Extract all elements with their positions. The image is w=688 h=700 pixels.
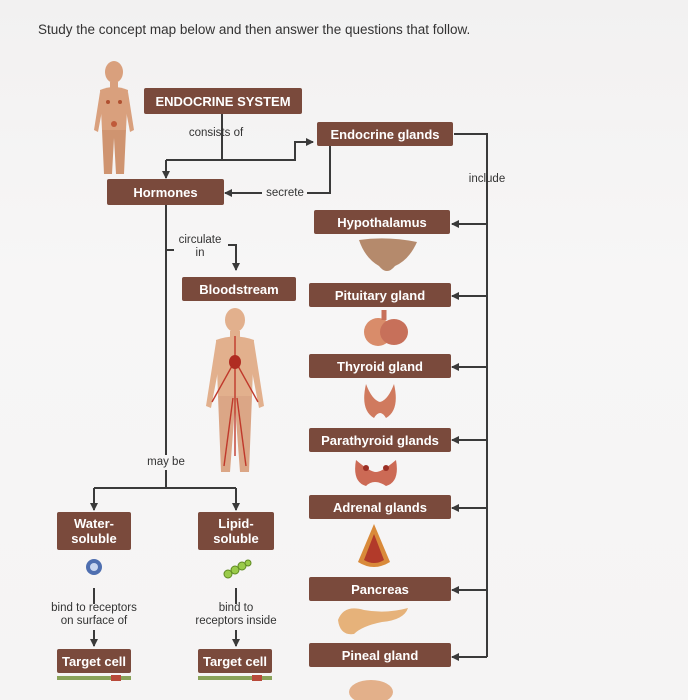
circulatory-body-icon [206, 308, 264, 472]
label-include: include [468, 173, 506, 185]
label-consists-of: consists of [188, 127, 244, 139]
label-bind-surface: bind to receptors on surface of [51, 602, 137, 627]
label-circulate-in: circulate in [178, 234, 222, 259]
lipid-soluble-label: Lipid- soluble [213, 516, 259, 546]
water-soluble-box: Water- soluble [57, 512, 131, 550]
label-may-be: may be [147, 456, 185, 468]
target-cell-membrane-icon-1 [57, 675, 131, 681]
label-bind-inside: bind to receptors inside [195, 602, 277, 627]
target-cell-membrane-icon-2 [198, 675, 272, 681]
water-soluble-label: Water- soluble [71, 516, 117, 546]
gland-box-pancreas: Pancreas [309, 577, 451, 601]
pineal-icon [349, 680, 393, 700]
gland-box-parathyroid: Parathyroid glands [309, 428, 451, 452]
endocrine-system-box: ENDOCRINE SYSTEM [144, 88, 302, 114]
gland-box-pineal: Pineal gland [309, 643, 451, 667]
target-cell-box-1: Target cell [57, 649, 131, 673]
gland-box-thyroid: Thyroid gland [309, 354, 451, 378]
gland-box-adrenal: Adrenal glands [309, 495, 451, 519]
target-cell-box-2: Target cell [198, 649, 272, 673]
thyroid-icon [364, 384, 396, 418]
pituitary-icon [364, 310, 408, 346]
pancreas-icon [338, 608, 408, 635]
hormones-box: Hormones [107, 179, 224, 205]
gland-box-hypothalamus: Hypothalamus [314, 210, 450, 234]
hypothalamus-icon [359, 238, 417, 271]
endocrine-glands-box: Endocrine glands [317, 122, 453, 146]
bloodstream-box: Bloodstream [182, 277, 296, 301]
gland-box-pituitary: Pituitary gland [309, 283, 451, 307]
line-circulate-b [228, 244, 240, 271]
parathyroid-icon [355, 460, 397, 486]
lipid-soluble-molecule-icon [223, 559, 252, 579]
adrenal-icon [358, 524, 390, 567]
label-secrete: secrete [266, 187, 304, 199]
instruction-text: Study the concept map below and then ans… [38, 22, 471, 37]
lipid-soluble-box: Lipid- soluble [198, 512, 274, 550]
female-body-icon [94, 61, 134, 174]
line-include-trunk [454, 133, 488, 657]
line-to-endocrine [166, 138, 314, 161]
line-secrete-a [307, 146, 331, 194]
water-soluble-molecule-icon [86, 559, 102, 575]
